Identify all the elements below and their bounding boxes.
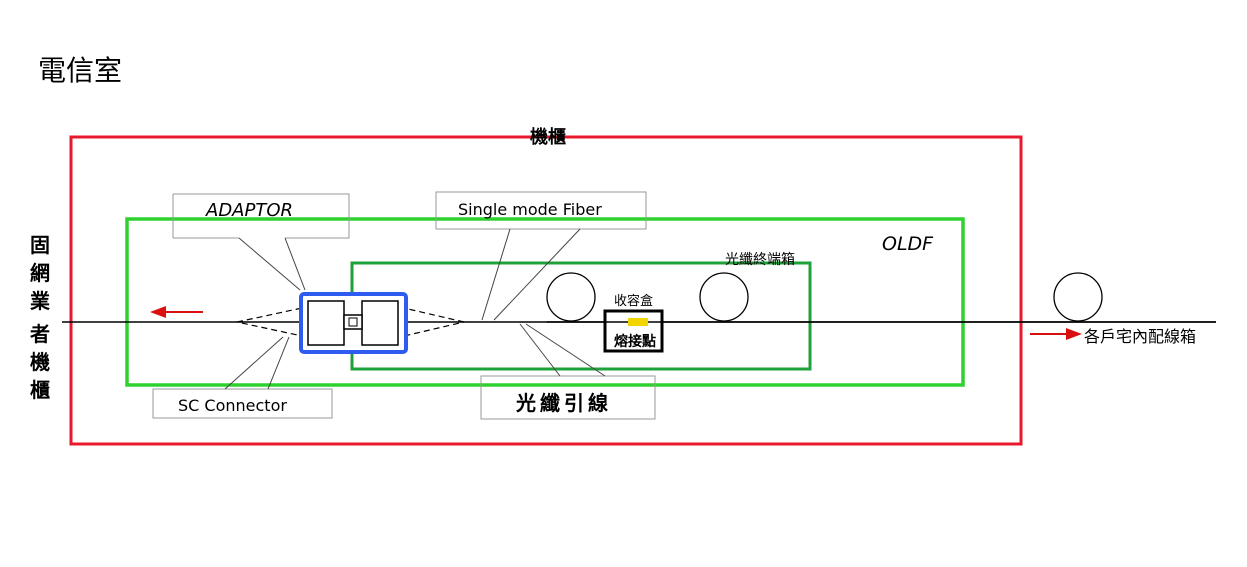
carrier-cabinet-char: 櫃 [30, 378, 50, 402]
cabinet-box [69, 135, 1023, 446]
fiber-coil-icon [546, 272, 596, 322]
sc-connector-leader-line [267, 336, 290, 390]
carrier-cabinet-char: 者 [29, 322, 50, 346]
page-title: 電信室 [38, 54, 122, 87]
carrier-cabinet-char: 機 [30, 350, 50, 374]
right-arrow-icon [1066, 328, 1082, 340]
fiber-pigtail-leader-line [519, 323, 561, 377]
fiber-terminal-box-label: 光纖終端箱 [725, 252, 795, 268]
carrier-cabinet-char: 業 [30, 289, 51, 313]
household-box-label: 各戶宅內配線箱 [1084, 327, 1196, 346]
storage-box [603, 309, 664, 353]
fiber-pigtail-leader-line [525, 323, 606, 377]
adaptor-leader-line [238, 237, 301, 291]
single-mode-fiber-label: Single mode Fiber [458, 200, 602, 219]
sc-connector-label: SC Connector [178, 396, 287, 415]
sc-connector-leader-line [224, 336, 284, 390]
cabinet-label: 機櫃 [530, 126, 566, 148]
storage-box-label: 收容盒 [614, 293, 653, 309]
fiber-pigtail-callout-box [480, 375, 656, 420]
carrier-cabinet-label: 固 網 業 者 機 櫃 [29, 233, 51, 402]
fusion-point-mark [628, 318, 648, 326]
left-arrow-icon [150, 306, 166, 318]
adaptor-plug-left-icon [307, 300, 345, 346]
fiber-coil-icon [699, 272, 749, 322]
single-mode-fiber-leader-line [481, 228, 511, 321]
carrier-cabinet-char: 網 [30, 261, 50, 285]
single-mode-fiber-leader-line [493, 228, 581, 321]
oldf-box [125, 217, 965, 387]
adaptor-leader-line [284, 237, 306, 291]
carrier-cabinet-char: 固 [30, 233, 50, 257]
adaptor-coupler-core-icon [348, 317, 358, 327]
single-mode-fiber-callout-box [435, 191, 647, 230]
fiber-coil-icon [1053, 272, 1103, 322]
oldf-label: OLDF [882, 233, 934, 255]
adaptor-callout-box [173, 193, 350, 239]
fusion-point-label: 熔接點 [614, 333, 656, 350]
adaptor-label: ADAPTOR [205, 200, 293, 221]
adaptor-plug-right-icon [361, 300, 399, 346]
sc-connector-callout-box [152, 388, 333, 419]
fiber-pigtail-label: 光纖引線 [515, 391, 612, 415]
